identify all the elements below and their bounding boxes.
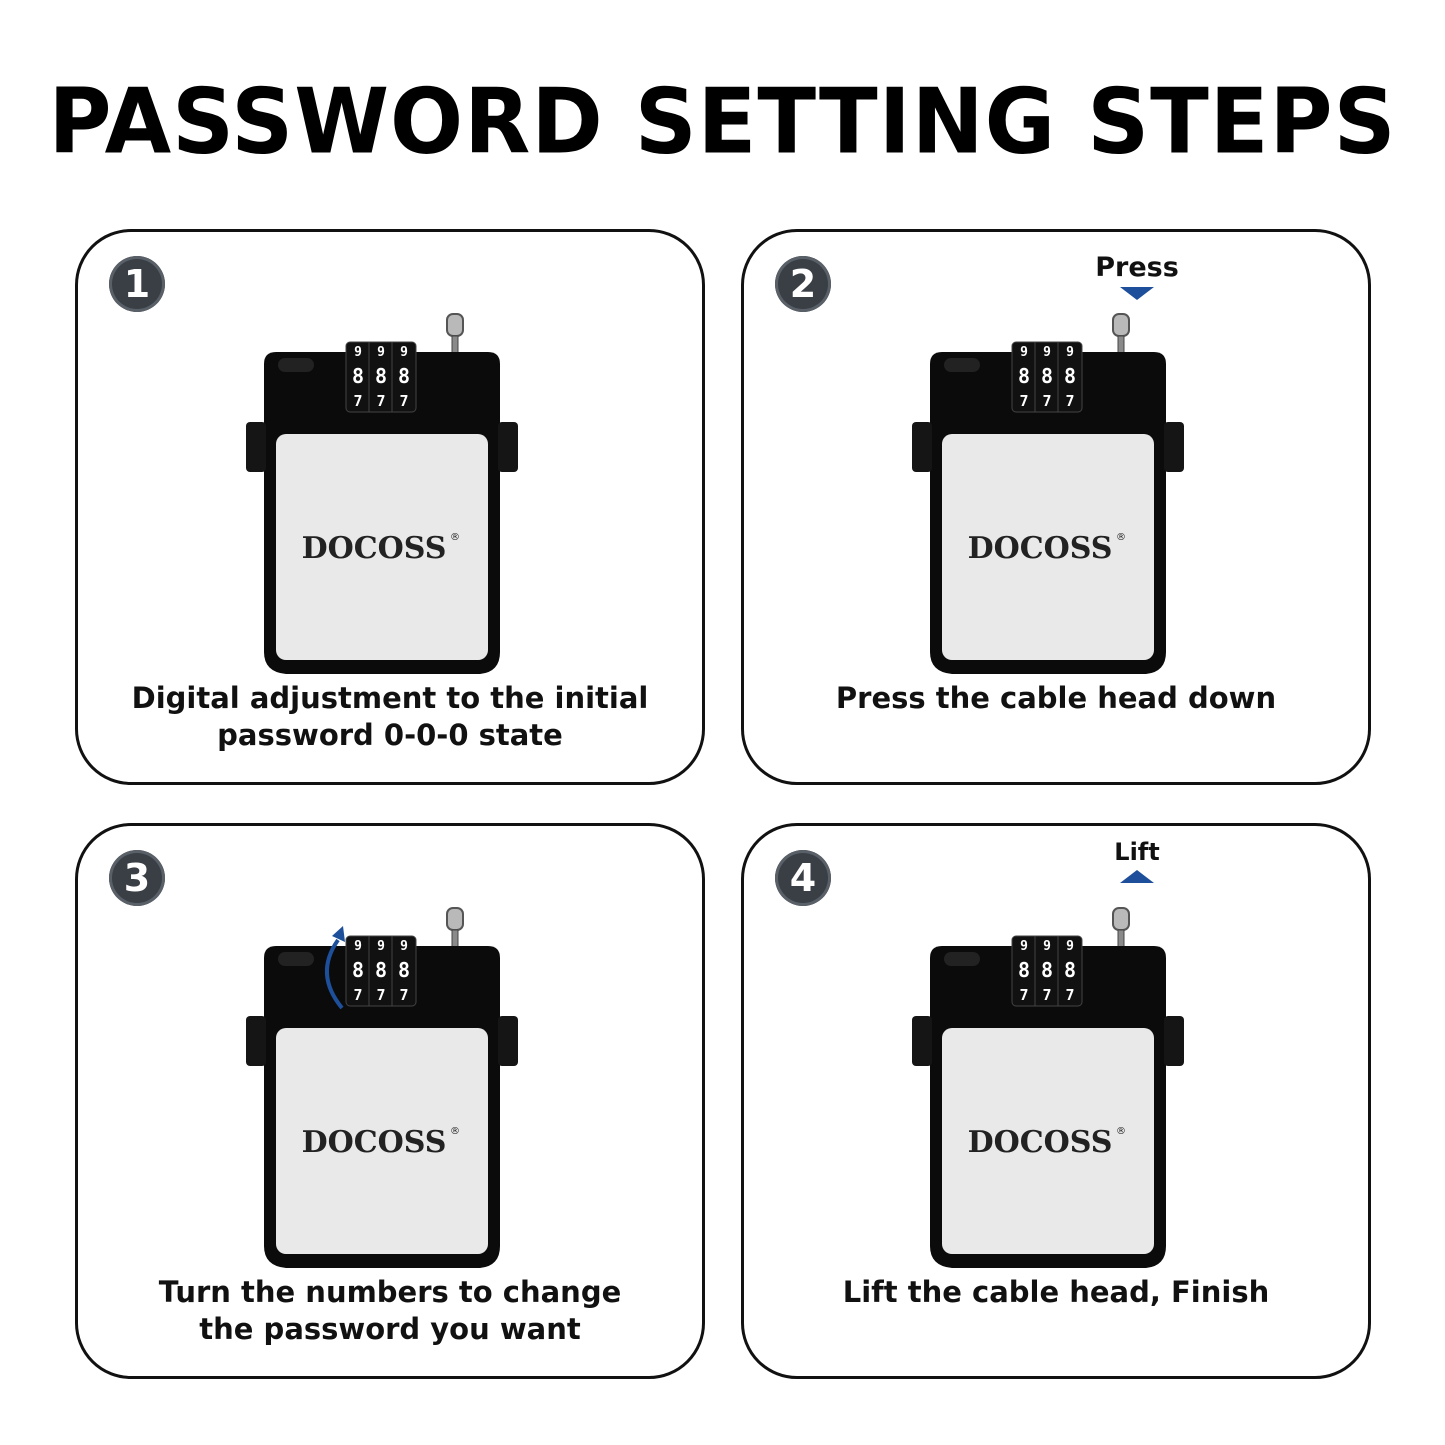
step-card-3: 3 9 9 9 8 8 8 7 7 7: [75, 823, 705, 1379]
lock-illustration: 9 9 9 8 8 8 7 7 7 DOCOSS ®: [912, 313, 1184, 674]
lift-label: Lift: [1114, 838, 1160, 866]
dial-digit-top: 9: [377, 345, 385, 360]
registered-mark: ®: [1116, 532, 1126, 543]
dial-digit-bot: 7: [376, 986, 385, 1004]
dial-digit-bot: 7: [353, 392, 362, 410]
registered-mark: ®: [1116, 1126, 1126, 1137]
registered-mark: ®: [450, 1126, 460, 1137]
brand-logo: DOCOSS: [968, 1125, 1113, 1160]
dial-digit-mid: 8: [352, 364, 364, 388]
dial-digit-bot: 7: [1065, 986, 1074, 1004]
combination-dials: 9 9 9 8 8 8 7 7 7: [345, 935, 417, 1007]
lock-illustration: 9 9 9 8 8 8 7 7 7 DOCOSS ®: [912, 907, 1184, 1268]
dial-digit-mid: 8: [1018, 364, 1030, 388]
dial-digit-top: 9: [354, 345, 362, 360]
page-title: PASSWORD SETTING STEPS: [48, 69, 1397, 175]
step-caption: Press the cable head down: [754, 680, 1358, 717]
dial-digit-bot: 7: [399, 392, 408, 410]
caption-line: Press the cable head down: [835, 681, 1277, 715]
step-number-badge: 4: [775, 850, 831, 906]
dial-digit-bot: 7: [1019, 986, 1028, 1004]
dial-digit-mid: 8: [1041, 364, 1053, 388]
dial-digit-top: 9: [400, 939, 408, 954]
dial-digit-bot: 7: [399, 986, 408, 1004]
dial-digit-top: 9: [1043, 345, 1051, 360]
caption-line: password 0-0-0 state: [217, 718, 563, 752]
lift-hint: Lift: [1097, 838, 1177, 883]
lock-illustration: 9 9 9 8 8 8 7 7 7 DOCOSS ®: [246, 313, 518, 674]
up-arrow-icon: [1120, 870, 1154, 883]
brand-logo: DOCOSS: [302, 1125, 447, 1160]
step-number-badge: 2: [775, 256, 831, 312]
dial-digit-mid: 8: [1064, 364, 1076, 388]
dial-digit-bot: 7: [376, 392, 385, 410]
combination-dials: 9 9 9 8 8 8 7 7 7: [1011, 935, 1083, 1007]
caption-line: Lift the cable head, Finish: [842, 1275, 1270, 1309]
dial-digit-mid: 8: [352, 958, 364, 982]
dial-digit-mid: 8: [375, 364, 387, 388]
step-card-1: 1 9 9 9 8 8 8 7 7 7: [75, 229, 705, 785]
dial-digit-top: 9: [1043, 939, 1051, 954]
caption-line: the password you want: [199, 1312, 581, 1346]
dial-digit-bot: 7: [1042, 392, 1051, 410]
dial-digit-bot: 7: [1019, 392, 1028, 410]
dial-digit-bot: 7: [1065, 392, 1074, 410]
step-caption: Digital adjustment to the initial passwo…: [88, 680, 692, 754]
dial-digit-bot: 7: [353, 986, 362, 1004]
step-number-badge: 1: [109, 256, 165, 312]
step-card-4: 4 Lift 9 9 9 8 8 8 7 7: [741, 823, 1371, 1379]
brand-logo: DOCOSS: [302, 531, 447, 566]
dial-digit-top: 9: [1020, 939, 1028, 954]
step-card-2: 2 Press 9 9 9 8 8 8 7 7: [741, 229, 1371, 785]
step-caption: Lift the cable head, Finish: [754, 1274, 1358, 1311]
press-label: Press: [1095, 252, 1179, 283]
dial-digit-bot: 7: [1042, 986, 1051, 1004]
down-arrow-icon: [1120, 287, 1154, 300]
combination-dials: 9 9 9 8 8 8 7 7 7: [1011, 341, 1083, 413]
dial-digit-top: 9: [1066, 345, 1074, 360]
caption-line: Digital adjustment to the initial: [131, 681, 649, 715]
dial-digit-top: 9: [377, 939, 385, 954]
brand-logo: DOCOSS: [968, 531, 1113, 566]
dial-digit-mid: 8: [1041, 958, 1053, 982]
dial-digit-top: 9: [354, 939, 362, 954]
dial-digit-top: 9: [1066, 939, 1074, 954]
caption-line: Turn the numbers to change: [158, 1275, 622, 1309]
dial-digit-mid: 8: [375, 958, 387, 982]
dial-digit-top: 9: [1020, 345, 1028, 360]
press-hint: Press: [1087, 252, 1187, 300]
registered-mark: ®: [450, 532, 460, 543]
dial-digit-mid: 8: [398, 364, 410, 388]
dial-digit-top: 9: [400, 345, 408, 360]
rotate-arrow-icon: [324, 926, 345, 1010]
step-caption: Turn the numbers to change the password …: [88, 1274, 692, 1348]
dial-digit-mid: 8: [1064, 958, 1076, 982]
lock-illustration: 9 9 9 8 8 8 7 7 7 DOCOSS ®: [246, 907, 518, 1268]
dial-digit-mid: 8: [1018, 958, 1030, 982]
step-number-badge: 3: [109, 850, 165, 906]
combination-dials: 9 9 9 8 8 8 7 7 7: [345, 341, 417, 413]
dial-digit-mid: 8: [398, 958, 410, 982]
